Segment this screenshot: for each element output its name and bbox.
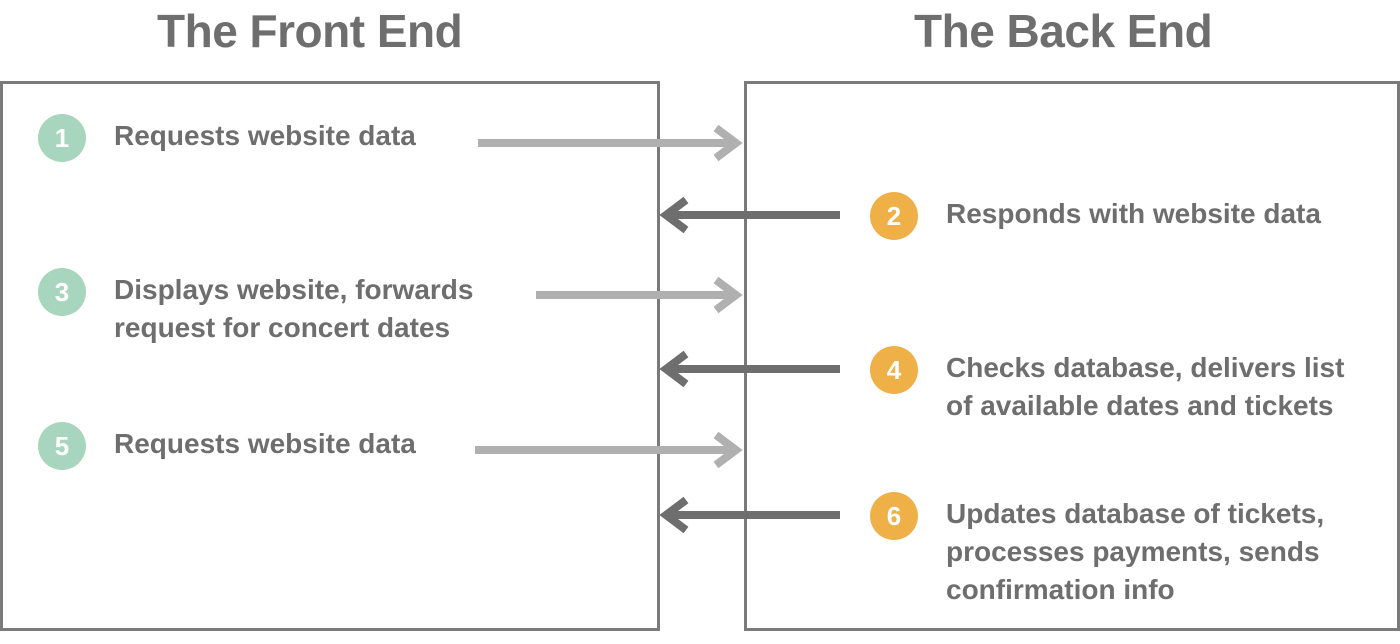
step-1: 1 Requests website data [38,114,416,162]
step-5-number-badge: 5 [38,422,86,470]
step-3-text: Displays website, forwards request for c… [114,274,474,343]
step-1-number-badge: 1 [38,114,86,162]
step-4-number-badge: 4 [870,346,918,394]
step-5: 5 Requests website data [38,422,416,470]
step-2-number-badge: 2 [870,192,918,240]
back-end-heading: The Back End [914,5,1213,57]
step-4-text: Checks database, delivers list of availa… [946,352,1345,421]
step-6-number-badge: 6 [870,492,918,540]
step-6: 6 Updates database of tickets, processes… [870,492,1324,609]
step-2-text: Responds with website data [946,198,1321,229]
step-4: 4 Checks database, delivers list of avai… [870,346,1344,425]
step-3: 3 Displays website, forwards request for… [38,268,473,347]
step-1-text: Requests website data [114,120,416,151]
step-6-text: Updates database of tickets, processes p… [946,498,1325,605]
step-5-text: Requests website data [114,428,416,459]
front-end-heading: The Front End [157,5,463,57]
step-3-number-badge: 3 [38,268,86,316]
front-end-panel [0,81,660,631]
step-2: 2 Responds with website data [870,192,1321,240]
back-end-panel [744,81,1400,631]
